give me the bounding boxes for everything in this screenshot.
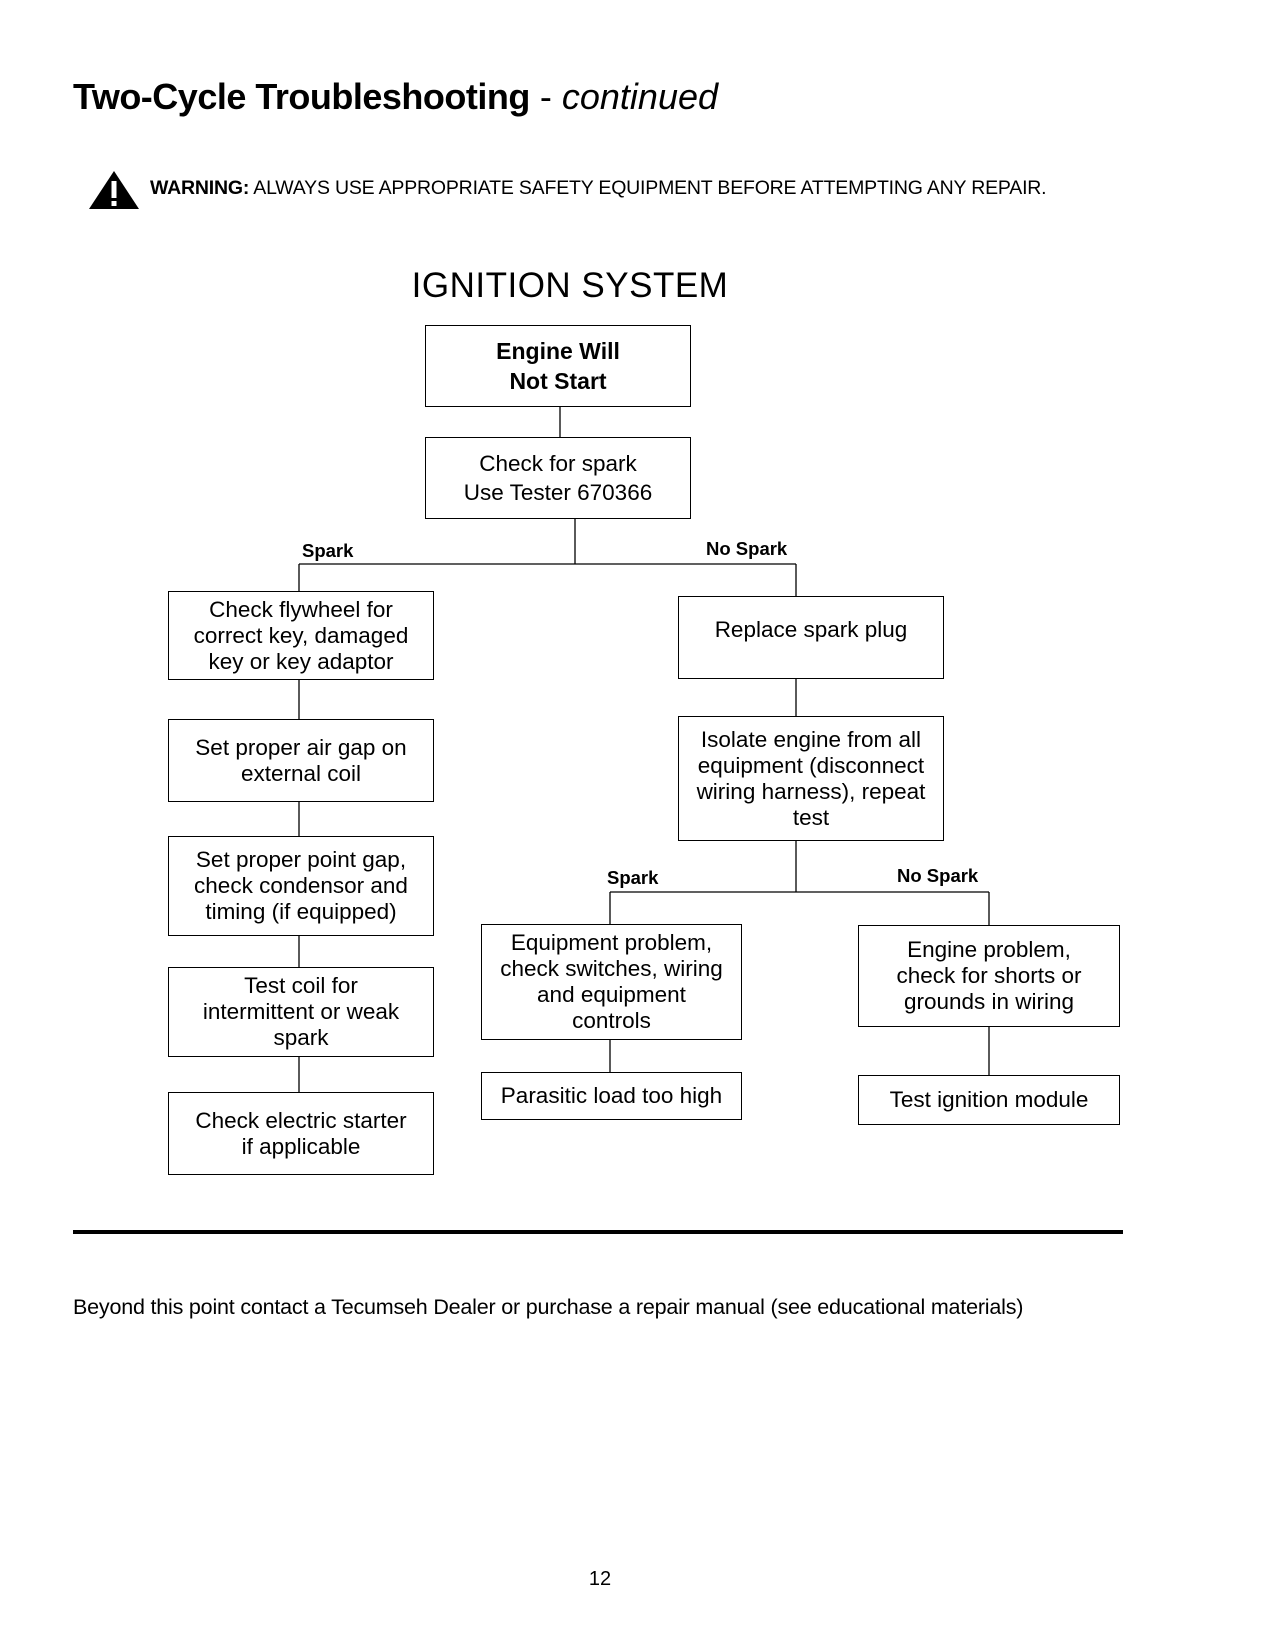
node-text-line: correct key, damaged <box>193 622 409 648</box>
node-text-line: Isolate engine from all <box>700 726 922 752</box>
branch-label-spark: Spark <box>607 867 659 888</box>
node-isolate-engine: Isolate engine from all equipment (disco… <box>678 716 944 841</box>
node-text-line: grounds in wiring <box>903 989 1075 1014</box>
node-text-line: Engine Will <box>496 338 620 364</box>
node-text-line: key or key adaptor <box>208 648 394 674</box>
branch-label-spark: Spark <box>302 540 354 561</box>
node-text-line: Not Start <box>509 368 607 394</box>
node-text-line: Engine problem, <box>907 937 1071 962</box>
warning-triangle-icon <box>89 171 139 209</box>
node-air-gap: Set proper air gap on external coil <box>168 719 434 802</box>
node-text-line: timing (if equipped) <box>205 899 397 924</box>
warning-notice: WARNING: ALWAYS USE APPROPRIATE SAFETY E… <box>88 170 1188 210</box>
title-continued: continued <box>561 76 719 117</box>
node-test-ignition-module: Test ignition module <box>858 1075 1120 1125</box>
node-text-line: spark <box>273 1025 329 1050</box>
node-test-coil: Test coil for intermittent or weak spark <box>168 967 434 1057</box>
node-text-line: Check for spark <box>479 451 637 476</box>
flowchart-title: IGNITION SYSTEM <box>411 266 729 305</box>
node-text-line: Test ignition module <box>889 1087 1089 1112</box>
node-parasitic-load: Parasitic load too high <box>481 1072 742 1120</box>
warning-label: WARNING: <box>150 177 250 199</box>
node-text-line: Use Tester 670366 <box>463 480 653 505</box>
node-electric-starter: Check electric starter if applicable <box>168 1092 434 1175</box>
node-text-line: Parasitic load too high <box>500 1083 723 1108</box>
node-text-line: Equipment problem, <box>510 930 713 955</box>
node-text-line: Replace spark plug <box>714 617 908 642</box>
node-equipment-problem: Equipment problem, check switches, wirin… <box>481 924 742 1040</box>
node-check-flywheel: Check flywheel for correct key, damaged … <box>168 591 434 680</box>
section-divider <box>73 1230 1123 1234</box>
node-text-line: check switches, wiring <box>500 956 723 981</box>
node-text-line: Test coil for <box>244 973 358 998</box>
node-text-line: check for shorts or <box>896 963 1082 988</box>
warning-message: ALWAYS USE APPROPRIATE SAFETY EQUIPMENT … <box>253 177 1047 199</box>
node-text-line: controls <box>572 1008 651 1033</box>
node-text-line: external coil <box>240 760 362 786</box>
node-text-line: test <box>792 804 830 830</box>
page-number: 12 <box>588 1568 612 1590</box>
node-replace-spark-plug: Replace spark plug <box>678 596 944 679</box>
warning-text-line: WARNING: ALWAYS USE APPROPRIATE SAFETY E… <box>150 177 1047 200</box>
node-engine-will-not-start: Engine Will Not Start <box>425 325 691 407</box>
node-check-for-spark: Check for spark Use Tester 670366 <box>425 437 691 519</box>
node-text-line: Set proper point gap, <box>195 847 407 872</box>
node-text-line: Set proper air gap on <box>195 734 407 760</box>
branch-label-no-spark: No Spark <box>706 538 788 559</box>
title-separator: - <box>539 76 552 117</box>
node-text-line: and equipment <box>537 982 686 1007</box>
node-point-gap: Set proper point gap, check condensor an… <box>168 836 434 936</box>
page-heading: Two-Cycle Troubleshooting - continued <box>73 76 718 118</box>
node-text-line: Check electric starter <box>195 1107 407 1133</box>
node-engine-problem: Engine problem, check for shorts or grou… <box>858 925 1120 1027</box>
node-text-line: wiring harness), repeat <box>696 778 926 804</box>
node-text-line: equipment (disconnect <box>697 752 925 778</box>
node-text-line: check condensor and <box>194 873 408 898</box>
page-title: Two-Cycle Troubleshooting <box>73 76 530 117</box>
footer-note: Beyond this point contact a Tecumseh Dea… <box>73 1295 1024 1319</box>
node-text-line: intermittent or weak <box>202 999 400 1024</box>
node-text-line: if applicable <box>241 1133 361 1159</box>
branch-label-no-spark: No Spark <box>897 865 979 886</box>
node-text-line: Check flywheel for <box>209 596 393 622</box>
